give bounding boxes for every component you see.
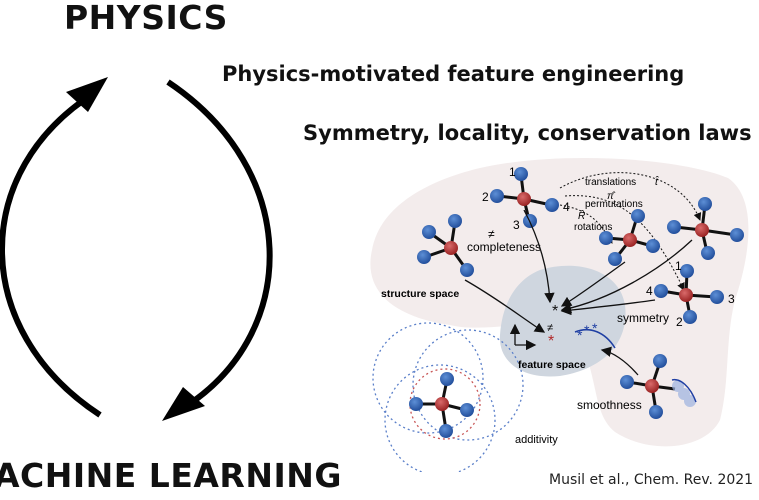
atom-neighbor (417, 250, 431, 264)
arrow-to-physics (0, 89, 102, 418)
physics-title: PHYSICS (64, 0, 228, 37)
atom-neighbor (608, 252, 622, 266)
atom-center (695, 223, 709, 237)
feature-diagram: 1 2 3 4 translations t̂ π̂ permutations … (370, 157, 749, 472)
feature-black-star: * (552, 303, 558, 320)
atom-neighbor (409, 397, 423, 411)
atom-center (645, 379, 659, 393)
atom-neighbor (730, 228, 744, 242)
atom-center (444, 241, 458, 255)
feature-blue-star: * (577, 327, 583, 343)
atom-neighbor (460, 403, 474, 417)
feature-blue-star: * (592, 320, 598, 336)
atom-neighbor (422, 225, 436, 239)
additivity-label: additivity (515, 434, 558, 446)
label-3: 3 (728, 292, 735, 306)
atom-neighbor (631, 209, 645, 223)
label-1: 1 (675, 259, 682, 273)
citation: Musil et al., Chem. Rev. 2021 (549, 472, 754, 488)
translation-arrow (559, 172, 702, 221)
smoothness-label: smoothness (577, 398, 642, 412)
arrow-translated-to-feature (560, 239, 693, 314)
label-1: 1 (509, 165, 516, 179)
atom-neighbor (710, 290, 724, 304)
principles-heading: Symmetry, locality, conservation laws (303, 121, 752, 145)
atom-neighbor (460, 263, 474, 277)
atom-neighbor (599, 231, 613, 245)
smoothness-arrow (600, 346, 639, 376)
feature-axes (509, 323, 537, 351)
label-3: 3 (513, 218, 520, 232)
atom-neighbor (620, 375, 634, 389)
atom-neighbor (448, 214, 462, 228)
atom-neighbor (653, 354, 667, 368)
arrow-head-down (162, 387, 205, 421)
atom-neighbor (701, 246, 715, 260)
atom-center (623, 233, 637, 247)
atom-neighbor (649, 405, 663, 419)
rotations-label: rotations (574, 222, 612, 233)
arrow-main-to-feature (523, 209, 555, 304)
feature-space-label: feature space (518, 359, 586, 371)
atom-neighbor (514, 167, 528, 181)
smoothness-curve (671, 378, 697, 403)
structure-space-label: structure space (381, 288, 459, 300)
atom-neighbor (698, 197, 712, 211)
atom-neighbor (683, 310, 697, 324)
atom-center (517, 192, 531, 206)
atom-center (679, 288, 693, 302)
atom-neighbor (646, 239, 660, 253)
atom-neighbor (545, 198, 559, 212)
pi-hat-label: π̂ (607, 190, 616, 202)
translations-label: translations (585, 177, 636, 188)
symmetry-label: symmetry (617, 311, 669, 325)
label-4: 4 (646, 284, 653, 298)
completeness-label: completeness (467, 240, 541, 254)
label-4: 4 (563, 200, 570, 214)
cycle-arrows (0, 77, 273, 421)
atom-neighbor (680, 264, 694, 278)
atom-neighbor (654, 284, 668, 298)
t-hat-label: t̂ (655, 175, 659, 188)
permutations-label: permutations (585, 199, 643, 210)
smoothness-blur (672, 380, 696, 407)
arrow-head-up (66, 77, 108, 112)
feature-red-star: * (548, 333, 554, 350)
atom-neighbor (440, 372, 454, 386)
r-hat-label: R̂ (578, 208, 585, 222)
machine-learning-title: ACHINE LEARNING (0, 456, 342, 495)
arrow-rotated-to-feature (560, 261, 626, 307)
atom-neighbor (667, 220, 681, 234)
atom-neighbor (439, 424, 453, 438)
feature-engineering-heading: Physics-motivated feature engineering (222, 62, 685, 86)
not-equal-symbol: ≠ (488, 227, 495, 241)
arrow-to-ml (166, 79, 273, 408)
additivity-circles (372, 322, 524, 472)
label-2: 2 (482, 190, 489, 204)
label-2: 2 (676, 315, 683, 329)
permutation-arrow (564, 195, 685, 291)
atom-center (435, 397, 449, 411)
feature-curve (574, 328, 616, 349)
atom-neighbor (490, 189, 504, 203)
arrow-permuted-to-feature (560, 299, 656, 316)
arrow-completeness-to-feature (464, 279, 546, 333)
not-equal-symbol: ≠ (547, 322, 553, 334)
feature-blue-star: * (584, 322, 590, 338)
